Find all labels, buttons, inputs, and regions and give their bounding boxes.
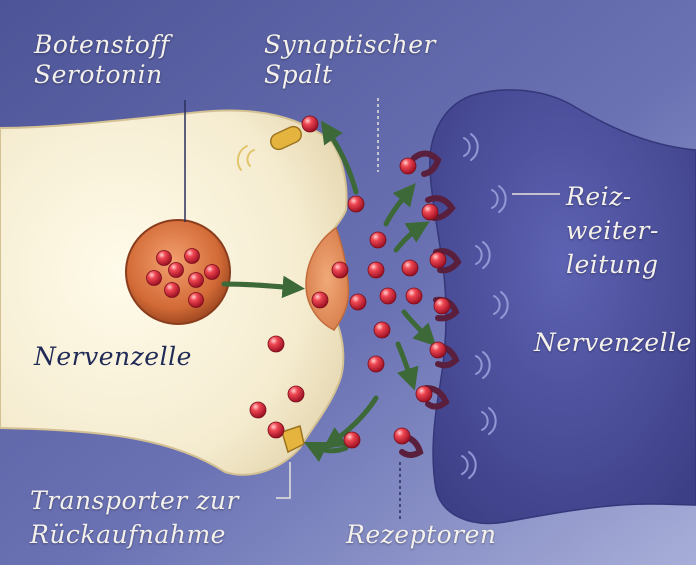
- label-spalt-line1: Synaptischer: [264, 30, 436, 60]
- label-botenstoff-serotonin: Botenstoff Serotonin: [34, 30, 170, 90]
- label-botenstoff-line2: Serotonin: [34, 60, 170, 90]
- label-rezeptoren: Rezeptoren: [346, 520, 497, 550]
- postsynaptic-neuron: [430, 90, 696, 524]
- label-transporter-line2: Rückaufnahme: [30, 518, 239, 552]
- label-transporter-line1: Transporter zur: [30, 484, 239, 518]
- label-spalt-line2: Spalt: [264, 60, 436, 90]
- label-botenstoff-line1: Botenstoff: [34, 30, 170, 60]
- label-reiz-line2: weiter-: [566, 214, 659, 248]
- label-synaptischer-spalt: Synaptischer Spalt: [264, 30, 436, 90]
- label-reiz-line1: Reiz-: [566, 180, 659, 214]
- label-transporter-rueckaufnahme: Transporter zur Rückaufnahme: [30, 484, 239, 552]
- label-nervenzelle-right: Nervenzelle: [534, 328, 692, 358]
- label-reizweiterleitung: Reiz- weiter- leitung: [566, 180, 659, 282]
- label-nervenzelle-left: Nervenzelle: [34, 342, 192, 372]
- label-reiz-line3: leitung: [566, 248, 659, 282]
